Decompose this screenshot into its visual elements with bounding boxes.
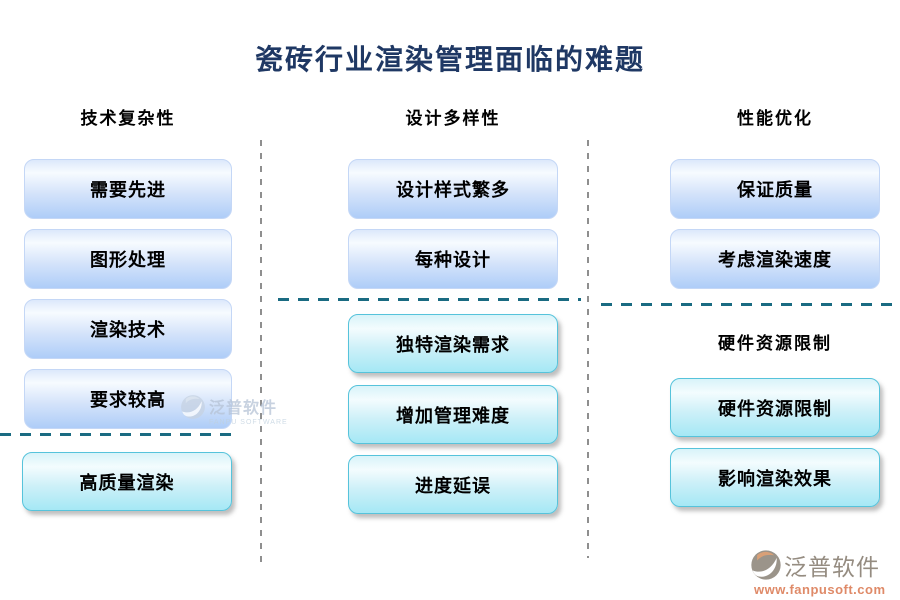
watermark-footer: 泛普软件 www.fanpusoft.com — [750, 548, 895, 597]
node-each-design: 每种设计 — [348, 229, 558, 289]
page-title: 瓷砖行业渲染管理面临的难题 — [254, 44, 645, 75]
node-ensure-quality: 保证质量 — [670, 159, 880, 219]
footer-brand: 泛普软件 — [784, 554, 880, 580]
node-high-quality-render: 高质量渲染 — [22, 452, 232, 511]
column-header-design-diversity: 设计多样性 — [405, 109, 501, 128]
node-need-advanced: 需要先进 — [24, 159, 232, 219]
node-schedule-delay: 进度延误 — [348, 455, 558, 514]
column-header-tech-complexity: 技术复杂性 — [80, 109, 176, 128]
footer-url: www.fanpusoft.com — [754, 582, 886, 597]
section-divider-col2 — [278, 298, 581, 301]
column-header-performance: 性能优化 — [737, 109, 813, 128]
node-hardware-limits: 硬件资源限制 — [670, 378, 880, 437]
node-management-difficulty: 增加管理难度 — [348, 385, 558, 444]
section-divider-col1 — [0, 433, 238, 436]
node-high-requirement: 要求较高 — [24, 369, 232, 429]
column-divider-left — [260, 140, 262, 568]
node-unique-render-needs: 独特渲染需求 — [348, 314, 558, 373]
node-graphics-processing: 图形处理 — [24, 229, 232, 289]
sub-header-hardware-limits: 硬件资源限制 — [718, 334, 832, 353]
node-affects-render-result: 影响渲染效果 — [670, 448, 880, 507]
node-rendering-tech: 渲染技术 — [24, 299, 232, 359]
node-consider-render-speed: 考虑渲染速度 — [670, 229, 880, 289]
column-divider-right — [587, 140, 589, 558]
node-many-design-styles: 设计样式繁多 — [348, 159, 558, 219]
section-divider-col3 — [601, 303, 900, 306]
fanpu-logo-icon — [751, 550, 781, 580]
